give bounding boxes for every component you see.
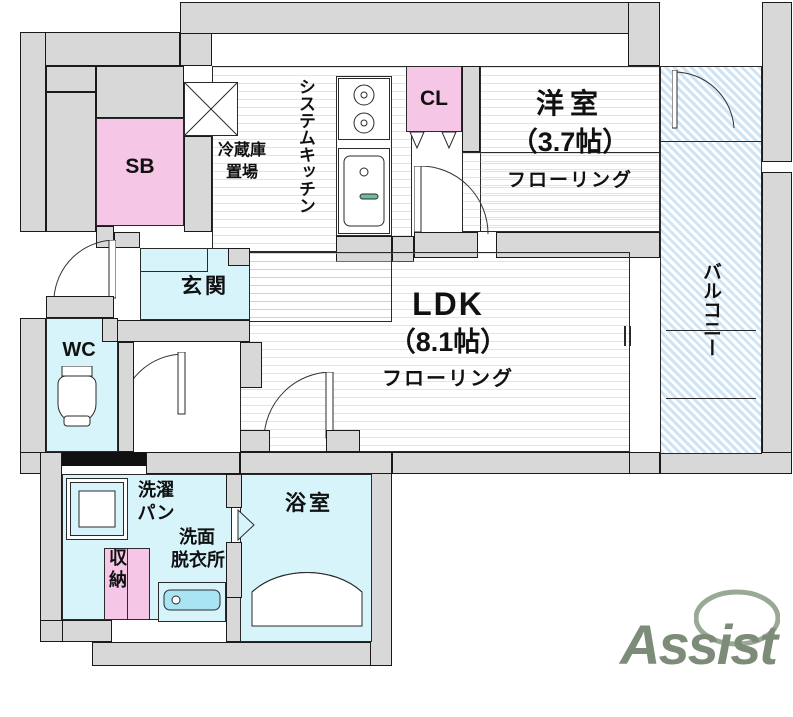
wall-sb-left — [46, 66, 96, 92]
wall-right-outer — [762, 2, 792, 162]
wall-genkan-left — [114, 232, 140, 248]
wall-mid-right — [628, 452, 660, 474]
label-genkan: 玄関 — [181, 275, 229, 298]
sb-closet — [96, 118, 184, 226]
washing-machine-icon — [70, 482, 124, 536]
label-kitchen: システムキッチン — [295, 78, 315, 214]
assist-logo-text: Assist — [620, 613, 778, 676]
label-washitsu-size: （3.7帖） — [510, 127, 630, 157]
label-laundry-2: パン — [137, 503, 175, 523]
label-storage-1: 収 — [109, 548, 127, 568]
label-bath: 浴室 — [285, 492, 333, 515]
ldk-door-arc-icon — [263, 372, 334, 441]
wall-wc-corridor — [118, 342, 134, 452]
stove-icon — [338, 78, 390, 140]
label-fridge-2: 置場 — [225, 164, 258, 181]
refrigerator-icon — [184, 82, 238, 136]
label-laundry-1: 洗濯 — [138, 480, 174, 500]
wall-bath-left2 — [226, 542, 242, 598]
label-ldk-flooring: フローリング — [382, 368, 514, 390]
washitsu-door-arc-icon — [414, 166, 489, 235]
wall-washitsu-bottom-right — [496, 232, 660, 258]
wall-genkan-right — [228, 248, 250, 266]
ldk-window-mark — [624, 326, 626, 346]
wall-bottom-right-col — [370, 452, 392, 666]
wall-right-outer2 — [762, 172, 792, 472]
balcony-rail-2 — [666, 398, 756, 399]
label-balcony: バルコニー — [699, 262, 721, 357]
label-washitsu-flooring: フローリング — [506, 170, 633, 191]
bathtub-icon — [251, 572, 363, 627]
kitchen-sink-icon — [338, 148, 390, 234]
label-wc: WC — [62, 339, 96, 361]
label-fridge-1: 冷蔵庫 — [217, 142, 266, 159]
bath-door-icon — [237, 508, 255, 542]
label-ldk-size: （8.1帖） — [388, 327, 508, 357]
washitsu-floor — [480, 66, 660, 232]
label-sb: SB — [125, 155, 155, 178]
ldk-floor — [240, 252, 630, 452]
wall-washitsu-bottom-left — [414, 232, 478, 258]
wall-balcony-bottom — [660, 452, 792, 474]
wall-left-upper — [20, 32, 46, 232]
toilet-icon — [57, 366, 97, 427]
wall-mid-horizontal — [240, 452, 392, 474]
label-cl: CL — [420, 87, 448, 110]
balcony-rail-1 — [666, 330, 756, 331]
label-ldk: LDK — [412, 286, 484, 322]
balcony-door-arc-icon — [672, 70, 735, 129]
washroom-top-bar — [62, 452, 146, 466]
wall-top-band — [180, 2, 660, 34]
label-washroom-2: 脱衣所 — [171, 550, 225, 570]
wall-corridor-right — [240, 342, 262, 388]
wall-bottom-step — [92, 642, 392, 666]
label-storage-2: 納 — [109, 570, 127, 590]
wall-genkan-bottom — [114, 320, 250, 342]
wall-kitchen-right — [336, 236, 392, 262]
wall-kitchen-left — [184, 136, 212, 232]
wall-left-bottom-col — [40, 452, 62, 642]
wall-wc-right — [102, 318, 118, 342]
label-washitsu: 洋室 — [535, 88, 604, 119]
wall-door-post-2 — [326, 430, 360, 452]
wall-left-notch — [46, 92, 96, 232]
cl-closet — [406, 66, 462, 132]
wall-entrance-frame — [46, 296, 114, 318]
genkan-step — [140, 248, 208, 272]
storage-divider — [127, 548, 128, 620]
cl-closet-door-icon — [409, 132, 457, 150]
washbasin-icon — [158, 582, 226, 622]
wall-bath-left — [226, 474, 242, 508]
washitsu-floor-b — [462, 152, 660, 232]
wall-sb-top — [96, 66, 184, 118]
assist-logo-leaf-icon — [694, 589, 780, 647]
wall-washroom-bottom — [62, 620, 112, 642]
wall-washroom-top — [146, 452, 240, 474]
wall-cl-right — [462, 66, 480, 152]
wall-top-right-block — [628, 2, 660, 66]
wall-left-mid — [20, 318, 46, 458]
label-washroom-1: 洗面 — [179, 527, 215, 547]
wall-kitchen-divider — [392, 236, 414, 262]
wall-ldk-bottom — [392, 452, 630, 474]
entrance-door-arc-icon — [53, 240, 116, 299]
wall-top-left-block — [20, 32, 180, 66]
ldk-window-mark2 — [630, 326, 631, 346]
wall-door-post-1 — [240, 430, 270, 452]
